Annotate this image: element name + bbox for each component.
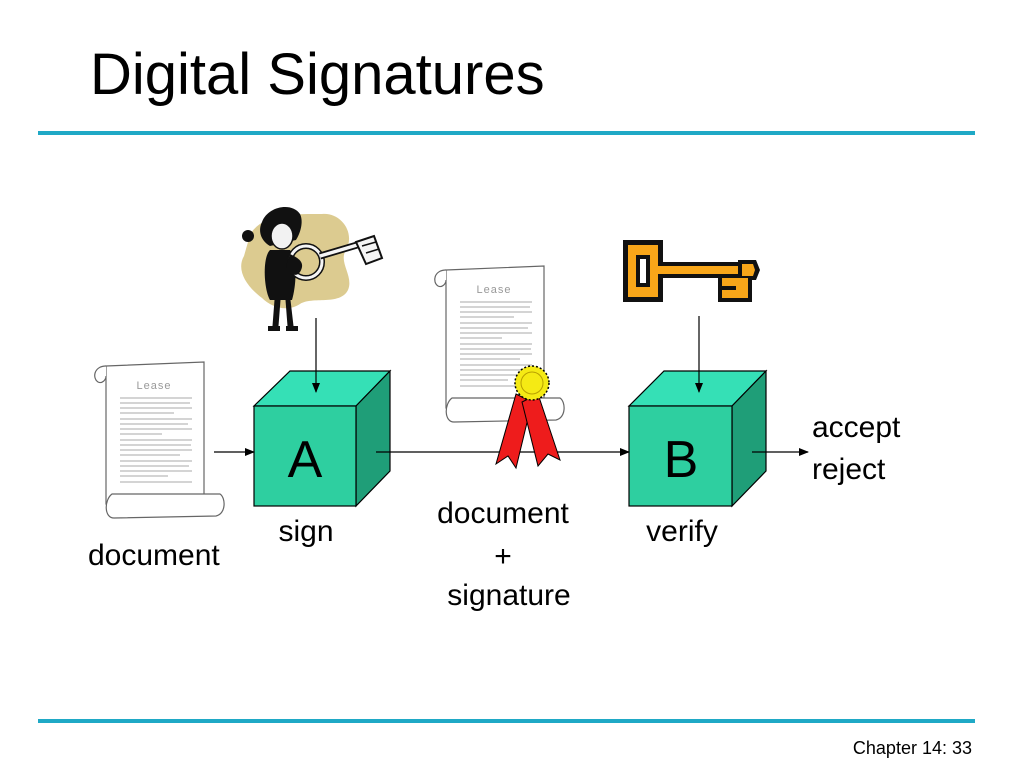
slide-footer: Chapter 14: 33 (852, 738, 972, 758)
sign-box-a: A (252, 369, 392, 508)
box-a-letter: A (288, 431, 323, 489)
golden-key-icon (623, 240, 760, 302)
input-doc-heading: Lease (137, 380, 172, 392)
box-b-letter: B (664, 431, 699, 489)
sign-caption: sign (278, 515, 334, 548)
scroll-document-icon: Lease (434, 265, 565, 423)
middle-label-plus: + (494, 540, 512, 573)
ribbon-seal-icon (495, 365, 561, 470)
verify-box-b: B (627, 369, 768, 508)
reject-output-label: reject (812, 453, 886, 486)
scroll-document-icon: Lease (94, 361, 225, 519)
input-document-label: document (88, 539, 220, 572)
signed-doc-heading: Lease (477, 284, 512, 296)
accept-output-label: accept (812, 411, 901, 444)
slide-title: Digital Signatures (90, 42, 545, 107)
verify-caption: verify (646, 515, 718, 548)
middle-label-document: document (437, 497, 569, 530)
woman-holding-key-icon (241, 207, 384, 331)
middle-label-signature: signature (447, 579, 571, 612)
top-divider (38, 131, 975, 135)
bottom-divider (38, 719, 975, 723)
